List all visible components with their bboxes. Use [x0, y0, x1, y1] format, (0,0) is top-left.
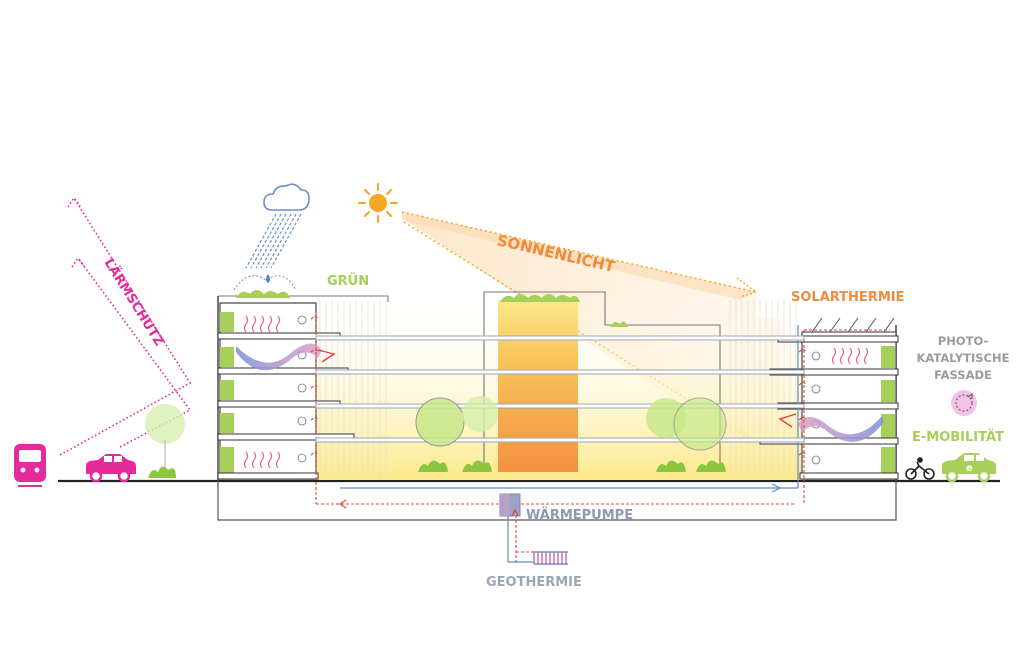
geothermie-label: GEOTHERMIE — [486, 575, 582, 590]
electric-car-icon: e — [942, 453, 996, 483]
sun-icon — [358, 183, 398, 223]
central-block-outline — [483, 291, 721, 472]
courtyard-trees — [415, 396, 727, 472]
noise-protection-arrows — [59, 196, 192, 456]
emobilitaet-label: E-MOBILITÄT — [912, 429, 1004, 445]
cloud-rain-icon — [233, 183, 310, 291]
waermepumpe-label: WÄRMEPUMPE — [526, 507, 633, 523]
heat-pump-icon — [499, 493, 521, 517]
ventilation-flow-left — [236, 343, 322, 371]
catalysis-icon — [951, 390, 977, 416]
atrium-core — [498, 300, 578, 472]
bicycle-icon — [905, 457, 935, 480]
tree-icon — [145, 404, 185, 478]
radiator-heat-icon — [243, 315, 281, 469]
foundation-outline — [217, 481, 897, 521]
svg-text:e: e — [966, 463, 973, 474]
geothermal-coil-icon — [533, 551, 568, 565]
ventilation-arrow-right — [778, 413, 797, 428]
car-icon — [86, 454, 136, 483]
green-roof — [236, 290, 628, 327]
photo-label-line1: PHOTO- — [938, 334, 989, 348]
gruen-label: GRÜN — [327, 273, 369, 289]
courtyard-glass-lines — [319, 300, 797, 478]
train-icon — [14, 444, 46, 487]
right-wing — [759, 317, 899, 490]
sunlight-ray-upper — [401, 211, 757, 293]
sunlight-beam-upper — [402, 212, 756, 300]
photo-label-line2: KATALYTISCHE — [917, 351, 1010, 365]
solarthermie-label: SOLARTHERMIE — [791, 290, 904, 305]
photo-label-line3: FASSADE — [934, 368, 992, 382]
left-wing — [217, 302, 355, 504]
heat-distribution-pipes — [316, 483, 805, 563]
ventilation-arrow-left — [317, 349, 336, 363]
ventilation-flow-right — [798, 416, 884, 442]
radiator-heat-icon-right — [831, 347, 869, 365]
corridor-bridges — [315, 335, 805, 443]
